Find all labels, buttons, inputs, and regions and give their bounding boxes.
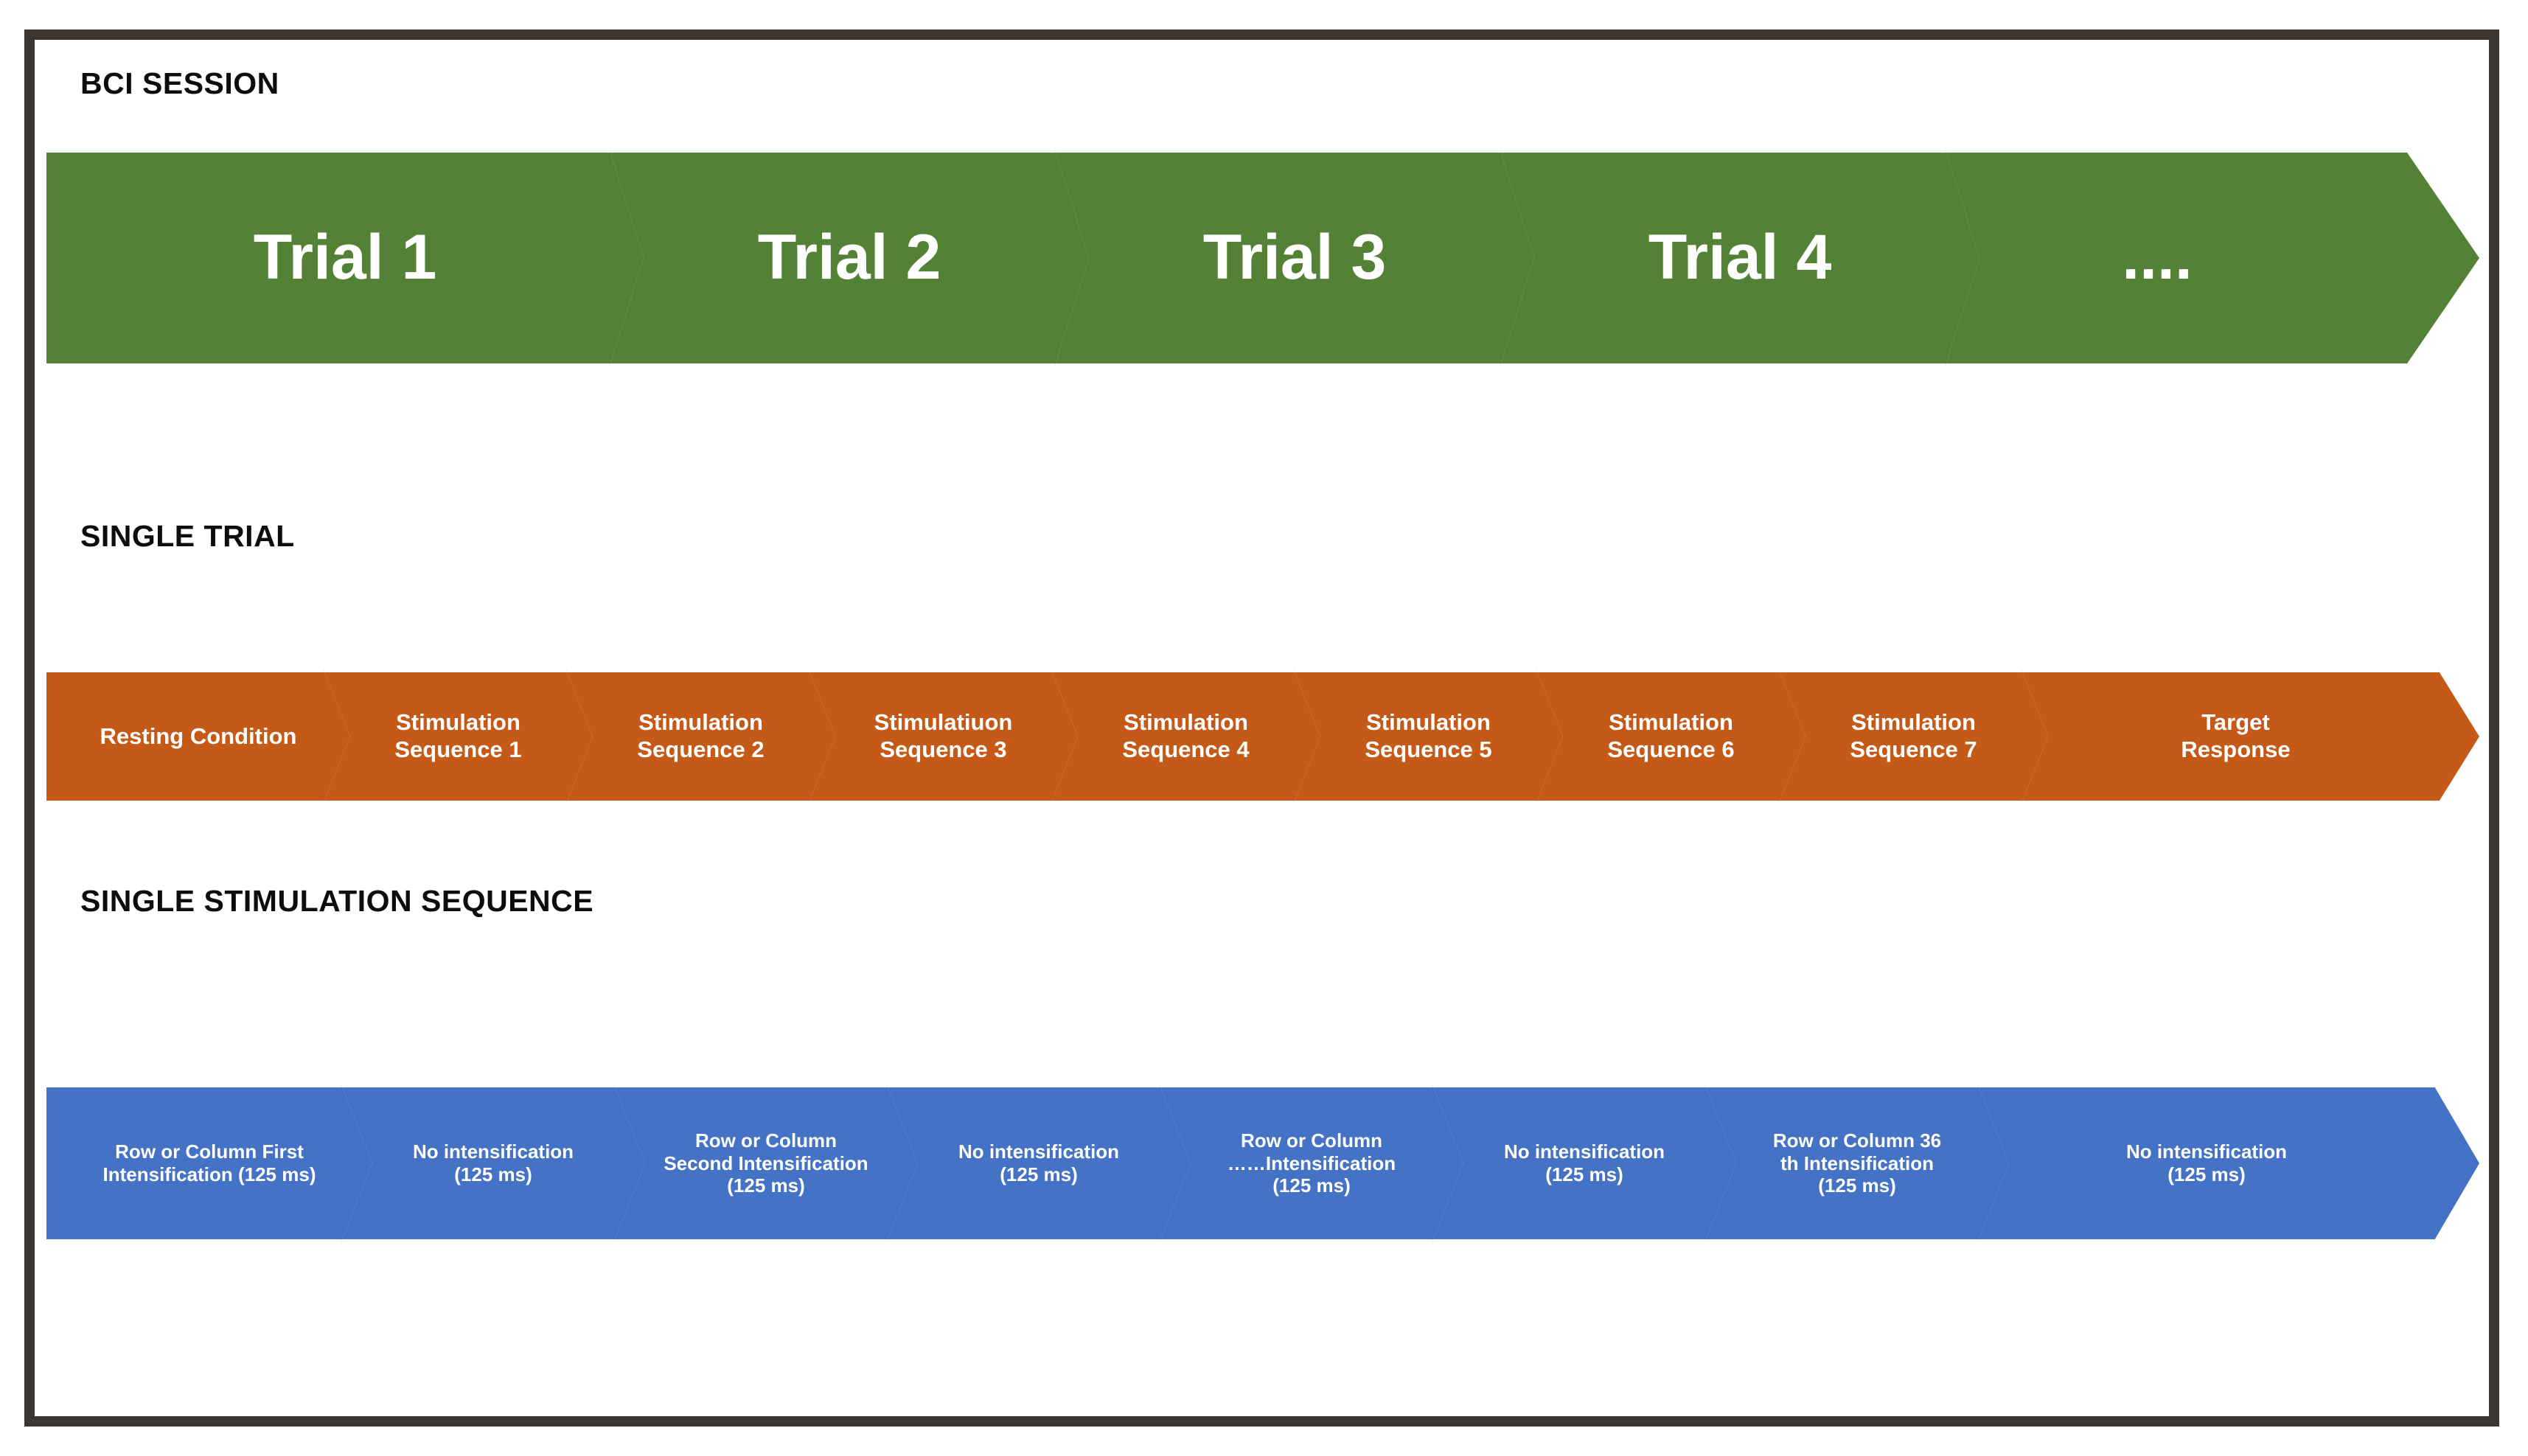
chevron-label: Row or Column 36 th Intensification (125… [1772, 1129, 1942, 1197]
chevron-label: No intensification (125 ms) [1503, 1140, 1665, 1185]
chevron-stimulation-sequence-6[interactable]: Stimulation Sequence 6 [1536, 670, 1806, 803]
chevron-stimulation-sequence-5[interactable]: Stimulation Sequence 5 [1294, 670, 1563, 803]
chevron-no-intensification-2[interactable]: No intensification (125 ms) [887, 1085, 1191, 1241]
chevron-label: Resting Condition [100, 722, 297, 749]
chevron-target-response[interactable]: Target Response [2022, 670, 2479, 803]
chevron-first-intensification[interactable]: Row or Column First Intensification (125… [46, 1085, 372, 1241]
chevron-stimulation-sequence-4[interactable]: Stimulation Sequence 4 [1051, 670, 1320, 803]
chevron-label: Stimulation Sequence 4 [1122, 709, 1250, 762]
chevron-label: No intensification (125 ms) [412, 1140, 574, 1185]
chevron-label: .... [2122, 222, 2193, 293]
chevron-stimulation-sequence-3[interactable]: Stimulatiuon Sequence 3 [809, 670, 1078, 803]
chevron-label: Stimulation Sequence 7 [1850, 709, 1977, 762]
chevron-label: Trial 2 [757, 222, 941, 293]
chevron-label: Stimulation Sequence 2 [637, 709, 765, 762]
chevron-stimulation-sequence-7[interactable]: Stimulation Sequence 7 [1779, 670, 2048, 803]
chevron-no-intensification-3[interactable]: No intensification (125 ms) [1432, 1085, 1736, 1241]
chevron-trial-ellipsis[interactable]: .... [1946, 150, 2479, 366]
chevron-ellipsis-intensification[interactable]: Row or Column ……Intensification (125 ms) [1160, 1085, 1463, 1241]
chevron-row-single-trial: Resting Condition Stimulation Sequence 1… [46, 670, 2479, 803]
section-heading-single-trial: SINGLE TRIAL [80, 519, 295, 553]
chevron-trial-3[interactable]: Trial 3 [1055, 150, 1534, 366]
chevron-label: No intensification (125 ms) [958, 1140, 1120, 1185]
chevron-label: Row or Column ……Intensification (125 ms) [1227, 1129, 1396, 1197]
figure-canvas: BCI SESSION Trial 1 Trial 2 Trial 3 Tria… [35, 40, 2489, 1416]
chevron-trial-2[interactable]: Trial 2 [610, 150, 1089, 366]
chevron-stimulation-sequence-2[interactable]: Stimulation Sequence 2 [566, 670, 835, 803]
chevron-label: Stimulatiuon Sequence 3 [874, 709, 1013, 762]
section-heading-single-stimulation-sequence: SINGLE STIMULATION SEQUENCE [80, 884, 594, 918]
chevron-second-intensification[interactable]: Row or Column Second Intensification (12… [614, 1085, 918, 1241]
chevron-label: Stimulation Sequence 6 [1607, 709, 1735, 762]
chevron-no-intensification-4[interactable]: No intensification (125 ms) [1978, 1085, 2479, 1241]
chevron-label: Trial 3 [1202, 222, 1387, 293]
chevron-no-intensification-1[interactable]: No intensification (125 ms) [341, 1085, 645, 1241]
chevron-36th-intensification[interactable]: Row or Column 36 th Intensification (125… [1705, 1085, 2009, 1241]
chevron-stimulation-sequence-1[interactable]: Stimulation Sequence 1 [324, 670, 593, 803]
chevron-label: Target Response [2181, 709, 2291, 762]
chevron-label: No intensification (125 ms) [2125, 1140, 2288, 1185]
chevron-row-bci-session: Trial 1 Trial 2 Trial 3 Trial 4 .... [46, 150, 2479, 366]
chevron-label: Trial 1 [253, 222, 437, 293]
chevron-label: Row or Column First Intensification (125… [102, 1140, 316, 1185]
chevron-resting-condition[interactable]: Resting Condition [46, 670, 350, 803]
chevron-row-stimulation-sequence: Row or Column First Intensification (125… [46, 1085, 2479, 1241]
chevron-label: Stimulation Sequence 5 [1365, 709, 1492, 762]
chevron-label: Stimulation Sequence 1 [394, 709, 522, 762]
chevron-trial-1[interactable]: Trial 1 [46, 150, 644, 366]
chevron-trial-4[interactable]: Trial 4 [1500, 150, 1979, 366]
chevron-label: Trial 4 [1648, 222, 1832, 293]
figure-frame: BCI SESSION Trial 1 Trial 2 Trial 3 Tria… [24, 29, 2499, 1427]
chevron-label: Row or Column Second Intensification (12… [664, 1129, 868, 1197]
section-heading-bci-session: BCI SESSION [80, 66, 279, 100]
